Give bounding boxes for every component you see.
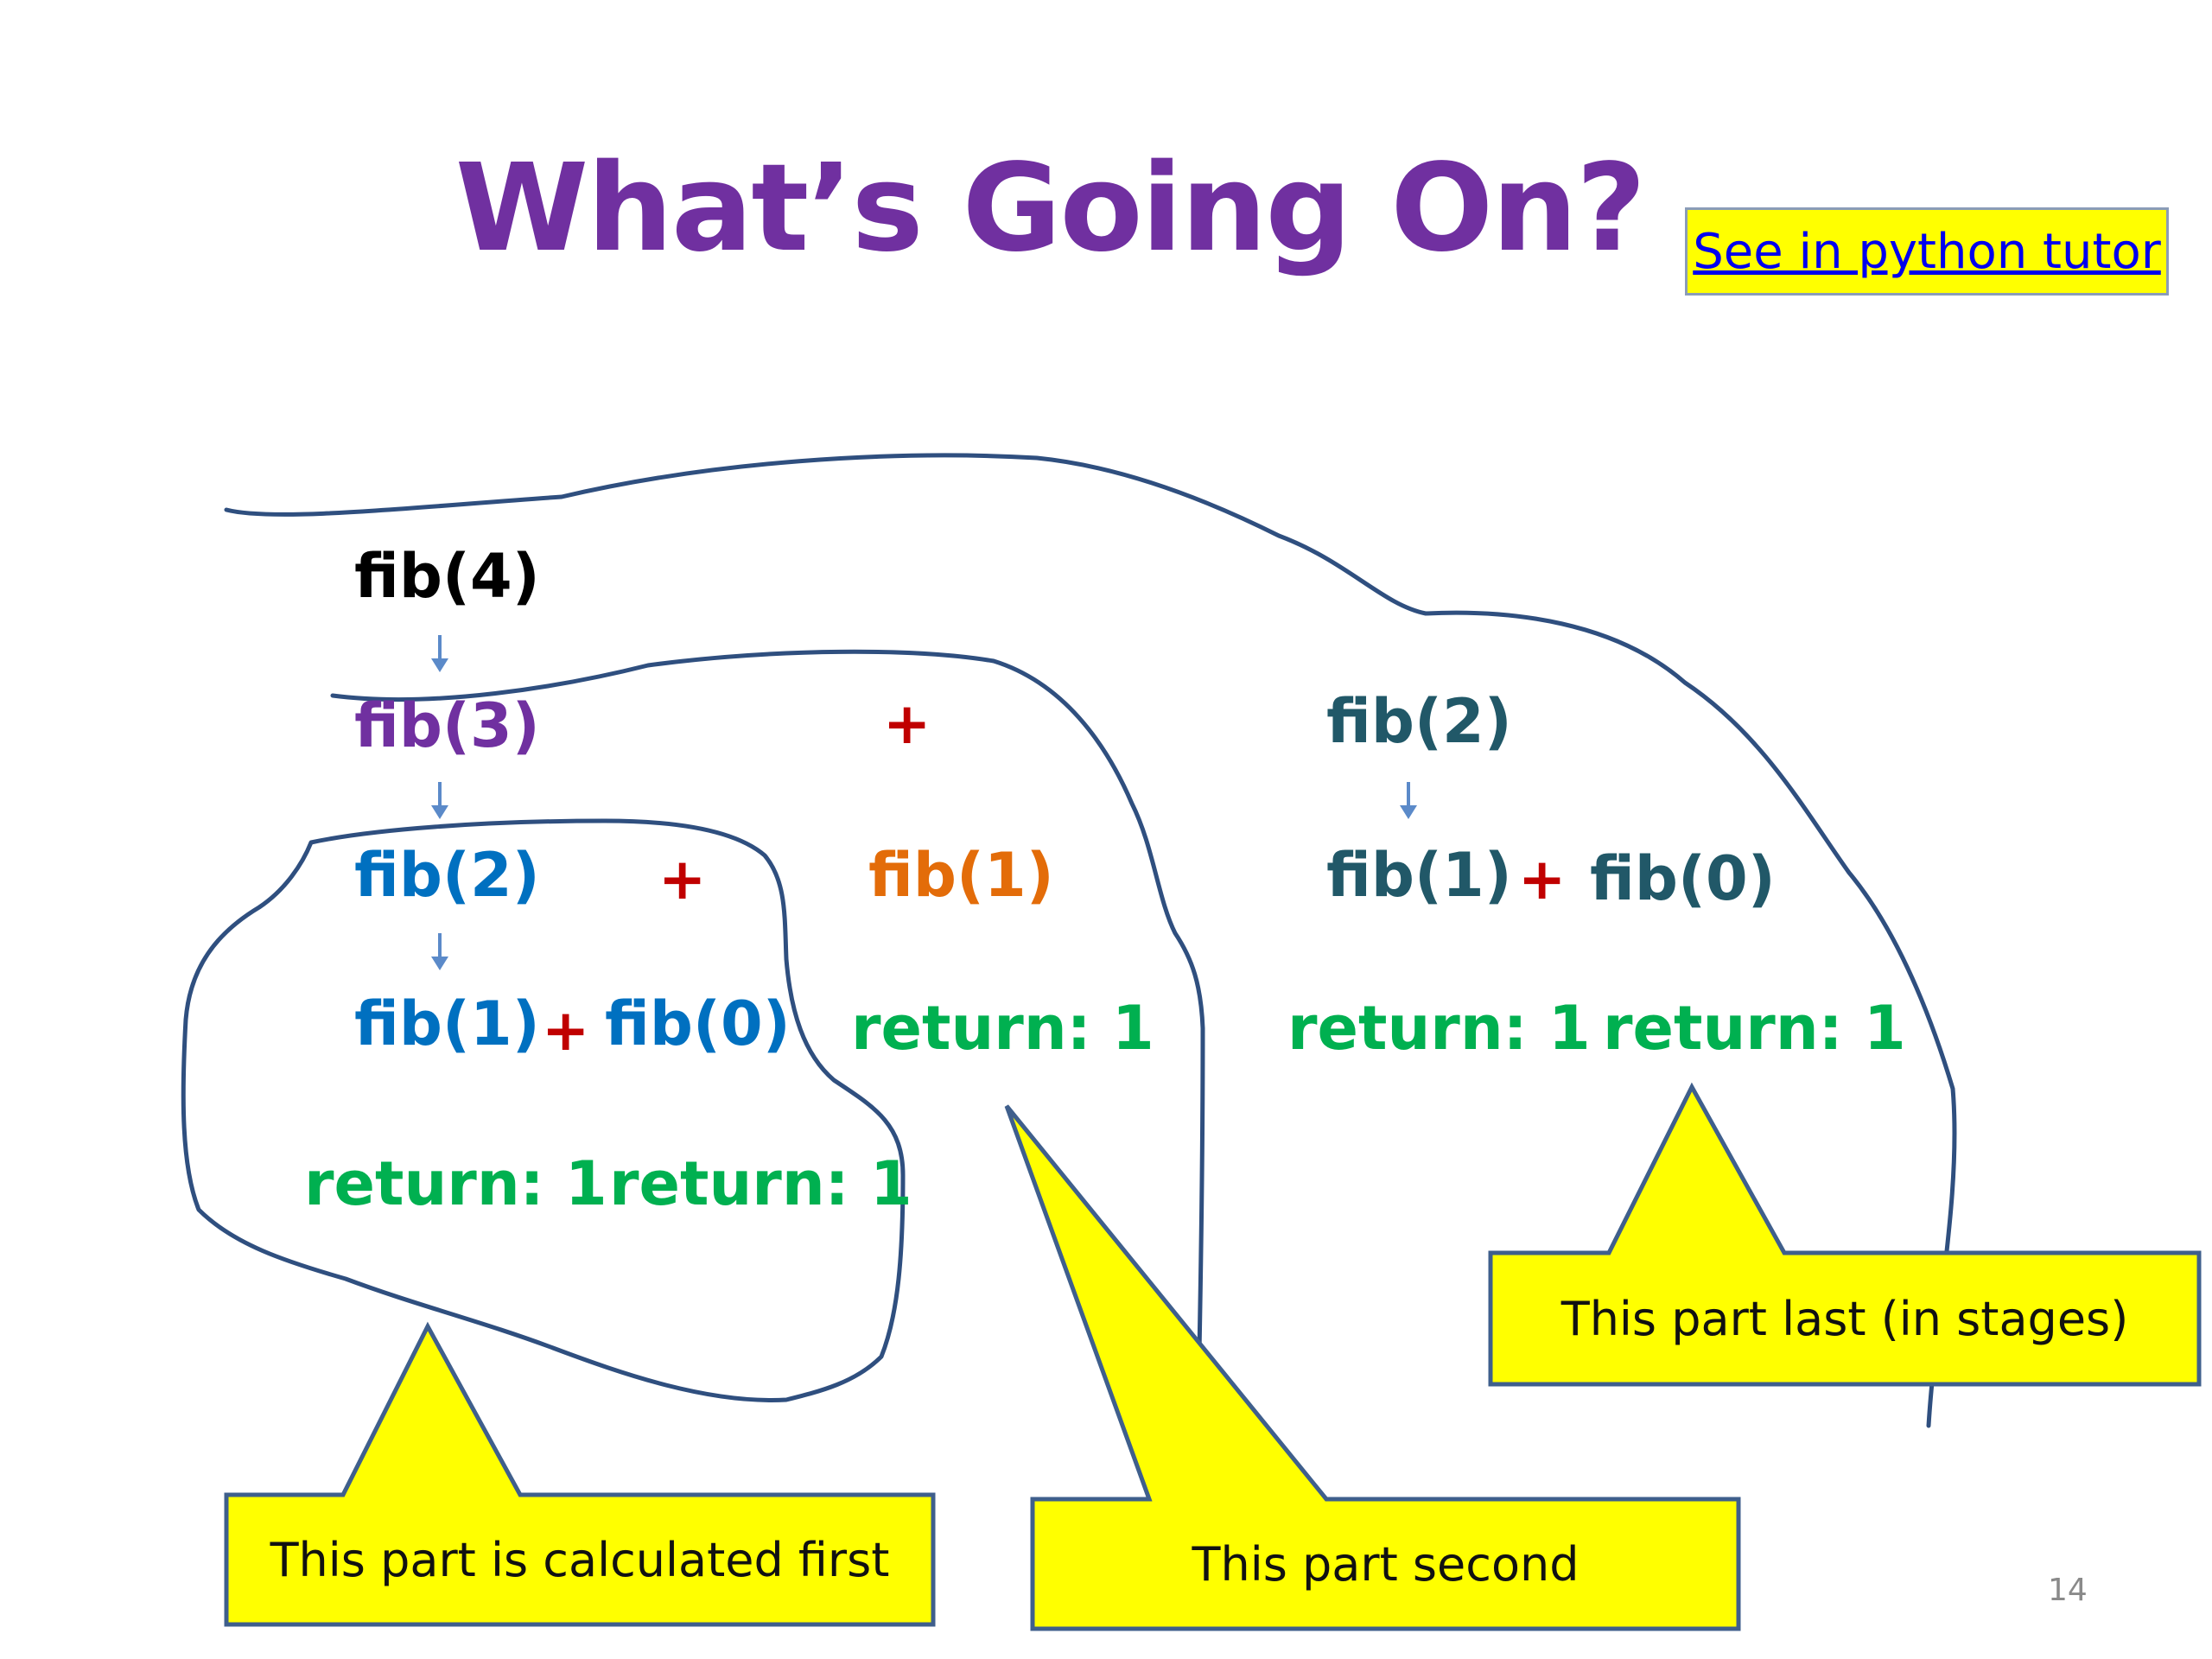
- plus-fib2-fib1: +: [658, 846, 707, 912]
- callout-first-shape: [224, 1321, 936, 1627]
- callout-second-text: This part second: [1192, 1536, 1580, 1592]
- return-fib1-middle: return: 1: [851, 993, 1154, 1064]
- arrow-fib4-to-fib3: [431, 635, 448, 672]
- plus-left: +: [542, 997, 590, 1064]
- callout-last-text: This part last (in stages): [1560, 1291, 2129, 1346]
- return-fib0-left: return: 1: [609, 1148, 912, 1219]
- node-fib1-middle: fib(1): [868, 840, 1054, 911]
- node-fib4: fib(4): [354, 541, 540, 612]
- callout-second-shape: [1004, 1104, 1741, 1631]
- return-fib1-right: return: 1: [1287, 993, 1591, 1064]
- outline-middle: [330, 649, 1205, 1355]
- callout-first-text: This part is calculated first: [270, 1532, 890, 1587]
- arrow-fib3-to-fib2: [431, 782, 448, 819]
- outline-outer: [224, 453, 1957, 1428]
- node-fib0-left: fib(0): [605, 988, 791, 1059]
- node-fib2-left: fib(2): [354, 840, 540, 911]
- node-fib1-left: fib(1): [354, 988, 540, 1059]
- outline-inner-blob: [181, 818, 906, 1402]
- node-fib0-right: fib(0): [1590, 843, 1776, 914]
- return-fib0-right: return: 1: [1603, 993, 1906, 1064]
- python-tutor-link-box: See in python tutor: [1685, 207, 2169, 296]
- node-fib1-right: fib(1): [1326, 840, 1512, 911]
- plus-fib3-fib1: +: [883, 690, 931, 757]
- node-fib2-right: fib(2): [1326, 686, 1512, 757]
- node-fib3: fib(3): [354, 690, 540, 761]
- arrow-fib2-to-fib1: [431, 933, 448, 970]
- python-tutor-link[interactable]: See in python tutor: [1693, 223, 2161, 280]
- slide-title: What’s Going On?: [454, 138, 1646, 279]
- arrow-fib2r-to-fib1r: [1400, 782, 1417, 819]
- page-number: 14: [2048, 1573, 2088, 1608]
- plus-right: +: [1518, 846, 1567, 912]
- callout-last-shape: [1488, 1082, 2202, 1387]
- return-fib1-left: return: 1: [304, 1148, 607, 1219]
